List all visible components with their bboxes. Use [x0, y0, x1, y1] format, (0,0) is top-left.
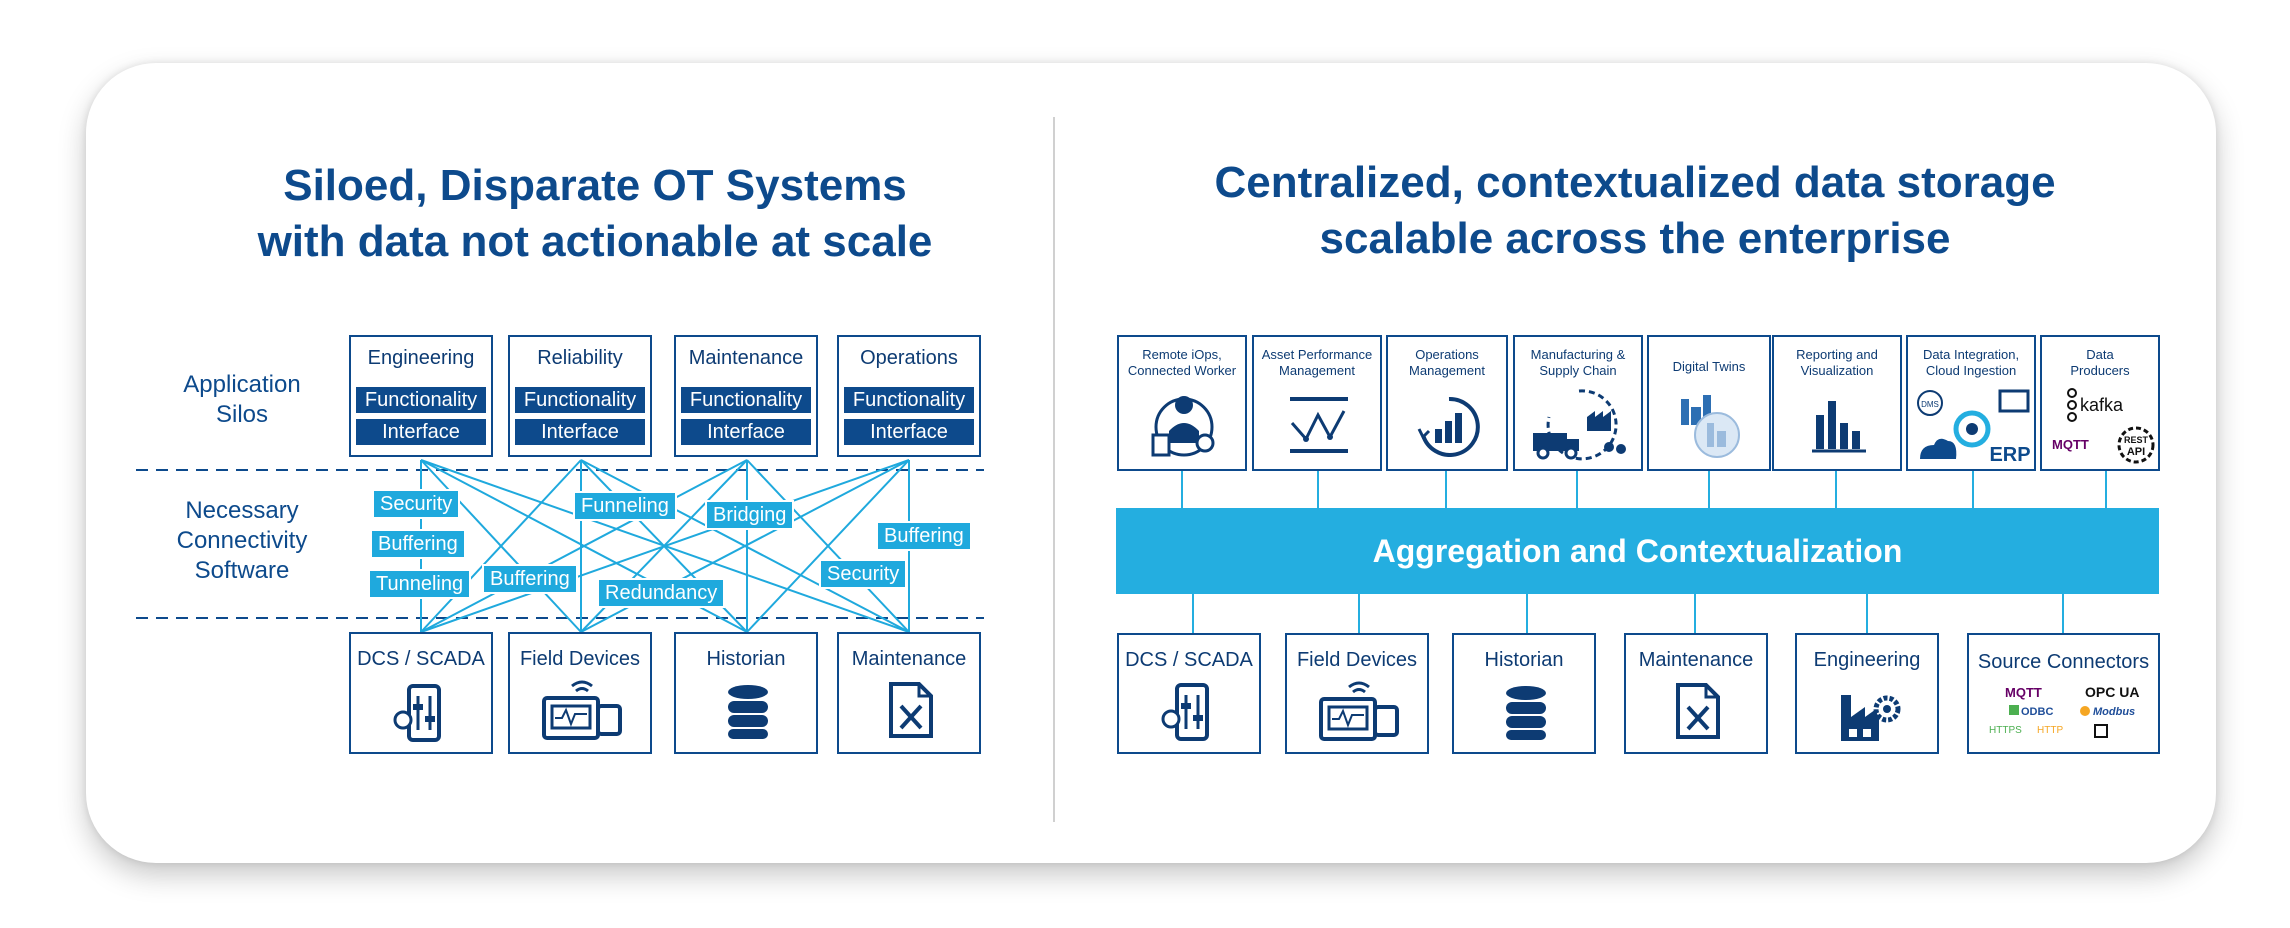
api-label: API	[2127, 446, 2145, 458]
connector-logos-icon: MQTT OPC UA ODBC Modbus HTTPS HTTP	[1989, 684, 2139, 738]
control-panel-icon	[1161, 683, 1209, 741]
odbc-logo: ODBC	[2021, 706, 2053, 718]
left-title-line1: Siloed, Disparate OT Systems	[283, 161, 907, 210]
silo-maintenance: Maintenance Functionality Interface	[674, 335, 818, 457]
digital-twin-icon	[1681, 395, 1740, 458]
left-source-maintenance: Maintenance	[837, 632, 981, 754]
maintenance-doc-icon	[889, 682, 933, 738]
right-source-connectors: Source Connectors MQTT OPC UA ODBC Modbu…	[1967, 633, 2160, 754]
connected-worker-icon	[1151, 396, 1215, 457]
consumer-data-integration: Data Integration,Cloud Ingestion DMS ERP	[1906, 335, 2036, 471]
tag-redundancy: Redundancy	[597, 578, 726, 608]
right-source-dcs-scada: DCS / SCADA	[1117, 633, 1261, 754]
bar-chart-icon	[1812, 401, 1866, 453]
tag-tunneling: Tunneling	[368, 569, 472, 599]
right-source-engineering: Engineering	[1795, 633, 1939, 754]
database-icon	[728, 685, 768, 739]
https-logo: HTTPS	[1989, 725, 2022, 736]
tag-buffering: Buffering	[370, 529, 466, 559]
dms-label: DMS	[1921, 400, 1939, 409]
right-title: Centralized, contextualized data storage…	[1110, 155, 2160, 267]
tag-security: Security	[819, 559, 908, 589]
tag-security: Security	[372, 489, 461, 519]
consumer-manufacturing-supply-chain: Manufacturing &Supply Chain	[1513, 335, 1643, 471]
opcua-logo: OPC UA	[2085, 684, 2139, 700]
erp-label: ERP	[1989, 444, 2030, 466]
mqtt-label: MQTT	[2052, 437, 2089, 452]
factory-gear-icon	[1841, 695, 1901, 741]
silo-reliability: Reliability Functionality Interface	[508, 335, 652, 457]
right-title-line1: Centralized, contextualized data storage	[1214, 158, 2056, 207]
left-source-historian: Historian	[674, 632, 818, 754]
tag-buffering: Buffering	[482, 564, 578, 594]
data-producers-icon: kafka MQTT REST API	[2052, 388, 2155, 464]
http-logo: HTTP	[2037, 725, 2063, 736]
kafka-label: kafka	[2080, 395, 2124, 415]
tag-funneling: Funneling	[573, 491, 677, 521]
tag-bridging: Bridging	[705, 500, 795, 530]
left-source-field-devices: Field Devices	[508, 632, 652, 754]
interface-bar: Interface	[844, 419, 974, 445]
database-icon	[1506, 686, 1546, 740]
mqtt-logo: MQTT	[2005, 685, 2042, 700]
right-source-field-devices: Field Devices	[1285, 633, 1429, 754]
left-source-dcs-scada: DCS / SCADA	[349, 632, 493, 754]
application-silos-label: Application Silos	[183, 371, 301, 428]
functionality-bar: Functionality	[681, 387, 811, 413]
silo-engineering: Engineering Functionality Interface	[349, 335, 493, 457]
panel-divider	[1053, 117, 1055, 822]
consumer-digital-twins: Digital Twins	[1647, 335, 1771, 471]
supply-chain-icon	[1533, 389, 1626, 461]
interface-bar: Interface	[515, 419, 645, 445]
connectivity-software-label: Necessary Connectivity Software	[176, 497, 308, 584]
source-connectors-title: Source Connectors	[1977, 651, 2150, 673]
right-source-maintenance: Maintenance	[1624, 633, 1768, 754]
interface-bar: Interface	[356, 419, 486, 445]
cloud-integration-icon: DMS ERP	[1917, 389, 2031, 466]
consumer-remote-iops: Remote iOps,Connected Worker	[1117, 335, 1247, 471]
left-title-line2: with data not actionable at scale	[257, 217, 933, 266]
rest-label: REST	[2124, 435, 2149, 445]
performance-chart-icon	[1290, 397, 1348, 453]
aggregation-hub: Aggregation and Contextualization	[1116, 508, 2159, 594]
hub-label: Aggregation and Contextualization	[1372, 533, 1903, 569]
functionality-bar: Functionality	[844, 387, 974, 413]
silo-operations: Operations Functionality Interface	[837, 335, 981, 457]
interface-bar: Interface	[681, 419, 811, 445]
left-title: Siloed, Disparate OT Systems with data n…	[220, 158, 970, 270]
maintenance-doc-icon	[1676, 683, 1720, 739]
functionality-bar: Functionality	[515, 387, 645, 413]
modbus-logo: Modbus	[2093, 706, 2135, 718]
control-panel-icon	[393, 684, 441, 742]
operations-gauge-icon	[1417, 396, 1480, 457]
right-source-historian: Historian	[1452, 633, 1596, 754]
functionality-bar: Functionality	[356, 387, 486, 413]
field-device-icon	[1319, 681, 1399, 741]
right-title-line2: scalable across the enterprise	[1319, 214, 1951, 263]
field-device-icon	[542, 680, 622, 740]
tag-buffering: Buffering	[876, 521, 972, 551]
